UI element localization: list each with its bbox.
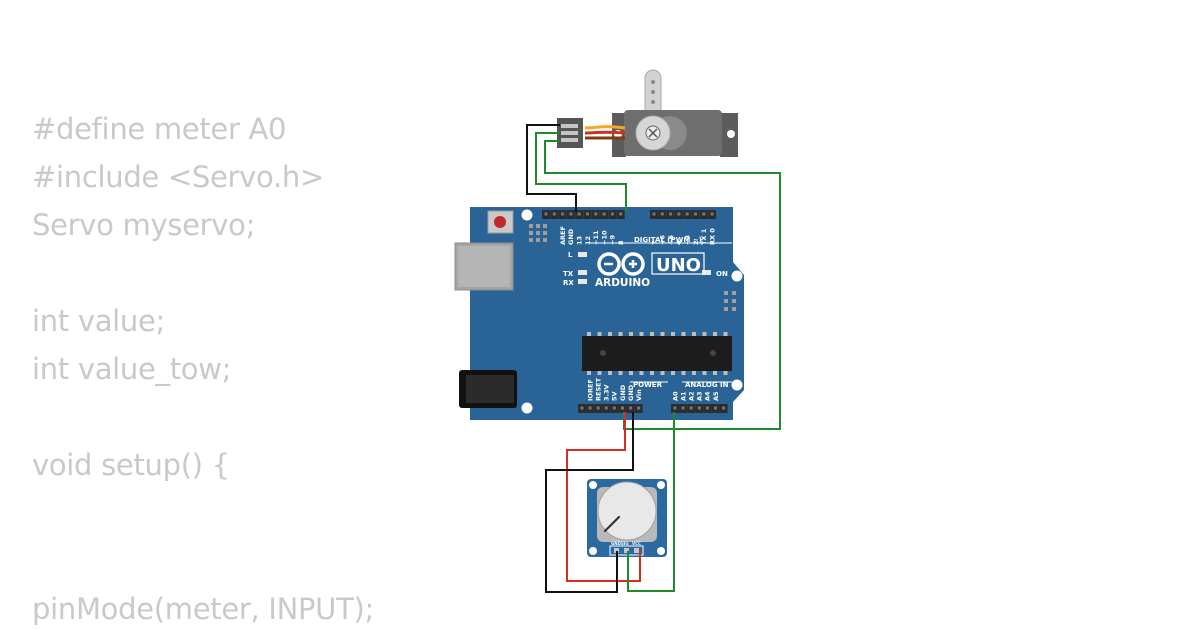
wire-servo-gnd[interactable] xyxy=(526,124,577,212)
digital-header-label: DIGITAL (PWM ~) xyxy=(634,236,702,244)
code-line: #include <Servo.h> xyxy=(32,160,324,194)
power-analog-pin-label: A3 xyxy=(696,391,704,401)
pot-pin-gnd-label: GND xyxy=(611,541,622,546)
analog-header-label: ANALOG IN xyxy=(685,381,729,389)
power-analog-pin-label: A0 xyxy=(671,391,679,401)
wire-pot-gnd[interactable] xyxy=(545,412,634,593)
power-analog-header[interactable] xyxy=(578,404,728,413)
arduino-logo-icon xyxy=(597,252,645,276)
servo-motor[interactable] xyxy=(557,69,738,157)
digital-pin-label: ~9 xyxy=(609,235,617,245)
power-analog-pin-label: A2 xyxy=(688,391,696,401)
digital-pin-label: ~10 xyxy=(600,230,608,245)
power-analog-pin-label: 3.3V xyxy=(603,384,611,401)
code-line: int value_tow; xyxy=(32,352,232,386)
power-analog-pin-label: IOREF xyxy=(586,379,594,401)
digital-pin-label: ~5 xyxy=(667,235,675,245)
power-analog-pin-label: A5 xyxy=(712,391,720,401)
potentiometer-knob[interactable] xyxy=(597,481,657,541)
power-analog-pin-label: GND xyxy=(627,384,635,401)
digital-pin-label: 13 xyxy=(576,236,584,245)
code-line: int value; xyxy=(32,304,166,338)
digital-pin-label: TX 1 xyxy=(700,228,708,245)
code-line: pinMode(meter, INPUT); xyxy=(32,592,374,626)
digital-pin-label: 12 xyxy=(584,236,592,245)
code-line: Servo myservo; xyxy=(32,208,256,242)
digital-pin-label: AREF xyxy=(559,226,567,245)
board-model: UNO xyxy=(656,255,701,276)
power-analog-pin-label: A1 xyxy=(679,391,687,401)
pot-pin-vcc-label: VCC xyxy=(632,541,641,546)
uno-badge xyxy=(651,252,705,275)
power-analog-pin-label: RESET xyxy=(595,377,603,401)
power-analog-pin-label: GND xyxy=(619,384,627,401)
power-header-label: POWER xyxy=(633,381,663,389)
wire-pot-vcc[interactable] xyxy=(566,412,641,582)
atmega-chip xyxy=(582,332,732,375)
board-brand: ARDUINO xyxy=(595,277,650,289)
led-rx-label: RX xyxy=(563,279,574,287)
code-line: void setup() { xyxy=(32,448,230,482)
wires xyxy=(526,124,781,593)
digital-pin-label: GND xyxy=(567,228,575,245)
power-analog-pin-label: 5V xyxy=(611,391,619,401)
wire-pot-signal[interactable] xyxy=(627,412,675,592)
wire-servo-signal[interactable] xyxy=(535,132,627,212)
digital-header[interactable] xyxy=(542,210,717,219)
led-on-label: ON xyxy=(716,270,728,278)
code-line: #define meter A0 xyxy=(32,112,287,146)
power-analog-pin-label: A4 xyxy=(704,391,712,401)
led-tx-label: TX xyxy=(563,270,574,278)
digital-pin-label: ~3 xyxy=(684,235,692,245)
pot-pin-sig-label: SIG xyxy=(621,541,629,546)
digital-pin-label: RX 0 xyxy=(708,228,716,245)
power-analog-pin-label: Vin xyxy=(635,389,643,401)
digital-pin-label: ~11 xyxy=(592,230,600,245)
led-l-label: L xyxy=(568,251,573,259)
potentiometer-module[interactable]: GND SIG VCC xyxy=(587,479,667,557)
digital-pin-label: ~6 xyxy=(659,235,667,245)
